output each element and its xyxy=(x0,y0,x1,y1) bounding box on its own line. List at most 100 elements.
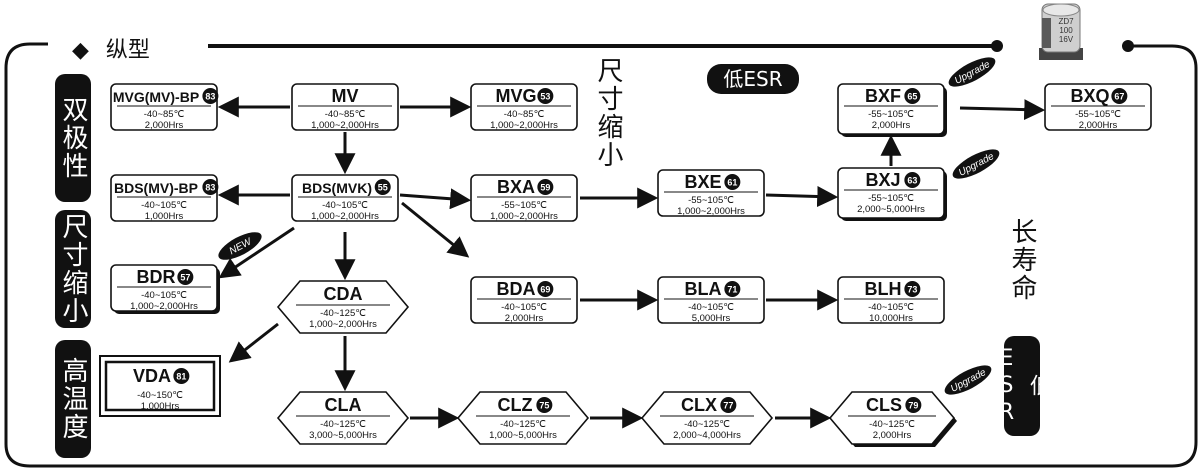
arrow-cda-to-vda xyxy=(228,322,279,363)
page-number-badge: 61 xyxy=(724,174,741,190)
node-box xyxy=(828,391,956,445)
page-number: 77 xyxy=(723,401,733,411)
node-name: CLZ xyxy=(498,395,533,415)
node-name: BXQ xyxy=(1070,86,1109,106)
node-temp: -40~85℃ xyxy=(144,109,185,120)
node-life: 1,000~2,000Hrs xyxy=(130,301,198,312)
node-temp: -40~85℃ xyxy=(325,109,366,120)
capacitor-photo: ZD7 100 16V xyxy=(1039,3,1083,60)
node-temp: -40~105℃ xyxy=(141,200,187,211)
node-name: MV xyxy=(332,86,359,106)
size-small-mid-label: 尺寸缩小 xyxy=(590,54,626,172)
page-number-badge: 63 xyxy=(904,172,921,188)
page-number: 65 xyxy=(907,92,917,102)
page-number-badge: 69 xyxy=(537,281,554,297)
arrow-bxe-to-bxj xyxy=(765,186,839,208)
node-mvgbp: MVG(MV)-BP 83 -40~85℃2,000Hrs xyxy=(110,83,219,131)
node-name: CLA xyxy=(325,395,362,415)
outer-frame xyxy=(4,42,1198,468)
node-life: 1,000Hrs xyxy=(141,401,180,412)
page-number: 75 xyxy=(539,401,549,411)
node-mv: MV -40~85℃1,000~2,000Hrs xyxy=(291,83,399,131)
upgrade-badge-cls: Upgrade xyxy=(944,365,992,395)
upgrade-badge-bxf: Upgrade xyxy=(948,57,996,87)
page-number: 57 xyxy=(180,273,190,283)
page-number: 63 xyxy=(907,176,917,186)
node-name: CDA xyxy=(324,284,363,304)
page-number-badge: 65 xyxy=(904,88,921,104)
upgrade-badge-bxj: Upgrade xyxy=(952,149,1000,179)
page-number-badge: 79 xyxy=(905,397,922,413)
node-box xyxy=(291,83,399,131)
bipolar-label: 双极性 xyxy=(55,74,91,202)
node-life: 2,000Hrs xyxy=(505,313,544,324)
capacitor-print-1: ZD7 xyxy=(1058,17,1074,26)
long-life-label: 长寿命 xyxy=(1004,214,1040,306)
new-badge-bdr: NEW xyxy=(218,232,262,260)
node-life: 1,000~2,000Hrs xyxy=(490,211,558,222)
node-box xyxy=(276,391,410,445)
node-life: 5,000Hrs xyxy=(692,313,731,324)
node-box xyxy=(110,83,218,131)
page-number: 83 xyxy=(205,92,215,102)
arrow-bds-to-bda xyxy=(401,201,470,258)
node-temp: -40~125℃ xyxy=(684,419,730,430)
page-number-badge: 55 xyxy=(374,179,391,195)
node-temp: -40~85℃ xyxy=(504,109,545,120)
page-number-badge: 83 xyxy=(202,179,219,195)
node-temp: -40~105℃ xyxy=(688,302,734,313)
node-name: VDA xyxy=(133,366,171,386)
page-number-badge: 77 xyxy=(720,397,737,413)
node-temp: -40~150℃ xyxy=(137,390,183,401)
page-number: 59 xyxy=(540,183,550,193)
diamond-bullet-icon: ◆ xyxy=(72,38,89,63)
page-number-badge: 57 xyxy=(177,269,194,285)
section-title: ◆ 纵型 xyxy=(72,32,150,64)
node-life: 1,000~5,000Hrs xyxy=(489,430,557,441)
high-temp-label: 高温度 xyxy=(55,340,91,458)
page-number: 81 xyxy=(176,372,186,382)
node-temp: -55~105℃ xyxy=(688,195,734,206)
page-number-badge: 73 xyxy=(904,281,921,297)
node-life: 1,000~2,000Hrs xyxy=(311,120,379,131)
page-number: 53 xyxy=(540,92,550,102)
node-name: MVG xyxy=(495,86,536,106)
node-name: BXF xyxy=(865,86,901,106)
node-box xyxy=(104,360,216,412)
node-name: BXE xyxy=(684,172,721,192)
page-number-badge: 71 xyxy=(724,281,741,297)
node-name: BDS(MV)-BP xyxy=(114,180,198,196)
node-life: 1,000Hrs xyxy=(145,211,184,222)
page-number: 61 xyxy=(727,178,737,188)
capacitor-print-3: 16V xyxy=(1059,35,1074,44)
node-life: 10,000Hrs xyxy=(869,313,913,324)
page-number-badge: 53 xyxy=(537,88,554,104)
page-number-badge: 67 xyxy=(1111,88,1128,104)
node-box xyxy=(291,174,399,222)
node-temp: -40~125℃ xyxy=(869,419,915,430)
node-box xyxy=(640,391,774,445)
node-bds: BDS(MVK)55-40~105℃1,000~2,000Hrs xyxy=(291,174,399,222)
node-box xyxy=(110,174,218,222)
node-name: BDR xyxy=(137,267,176,287)
section-title-text: 纵型 xyxy=(105,38,150,63)
page-number-badge: 81 xyxy=(173,368,190,384)
node-name: BXA xyxy=(497,177,535,197)
node-temp: -40~125℃ xyxy=(320,308,366,319)
node-life: 2,000Hrs xyxy=(873,430,912,441)
size-small-left-label: 尺寸缩小 xyxy=(55,210,91,328)
node-name: MVG(MV)-BP xyxy=(113,89,199,105)
node-life: 1,000~2,000Hrs xyxy=(311,211,379,222)
node-life: 2,000Hrs xyxy=(145,120,184,131)
